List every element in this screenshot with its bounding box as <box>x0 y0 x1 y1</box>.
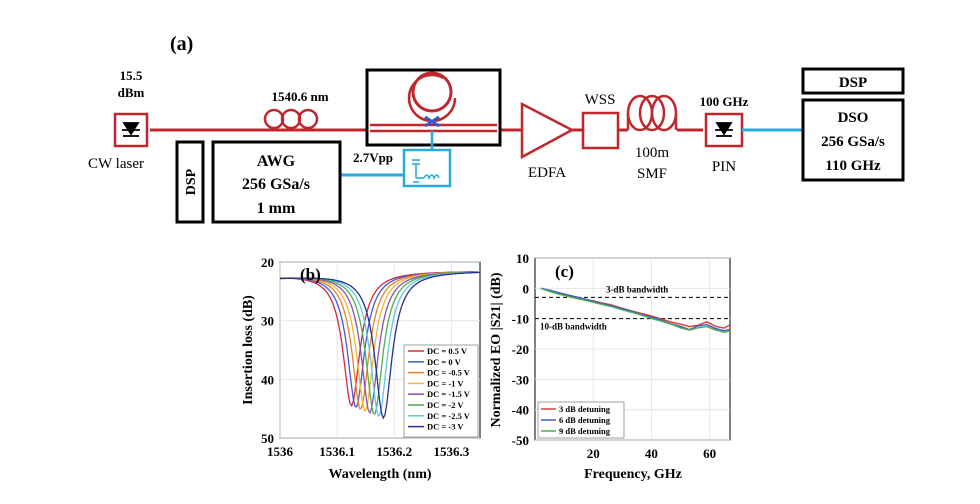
laser-power: 15.5 <box>120 68 143 83</box>
plot-c-ytick-label: -10 <box>512 312 529 327</box>
plot-b-ytick-label: 50 <box>261 431 274 446</box>
plot-b-ytick-label: 20 <box>261 255 274 270</box>
plot-c-series-line <box>540 287 731 334</box>
plot-c-annotation: 10-dB bandwidth <box>540 322 607 332</box>
wss-label: WSS <box>585 92 616 108</box>
plot-b-legend-entry: DC = 0 V <box>427 357 462 367</box>
pin-photodiode: 100 GHz PIN <box>700 94 749 175</box>
dsp-left-box <box>175 140 205 224</box>
plot-b-legend-entry: DC = 0.5 V <box>427 346 468 356</box>
laser-name: CW laser <box>88 156 144 172</box>
cw-laser: 15.5 dBm CW laser <box>88 68 149 172</box>
dsp-left-label: DSP <box>184 168 199 195</box>
plot-b-legend-entry: DC = -0.5 V <box>427 368 471 378</box>
fiber-spool-icon <box>626 94 678 132</box>
plot-b-ticks: 1536 1536.1 1536.2 1536.3 20 30 40 50 <box>261 255 470 459</box>
plot-b-xlabel: Wavelength (nm) <box>328 467 431 482</box>
dso-box <box>801 98 905 182</box>
plot-b-ytick-label: 30 <box>261 314 274 329</box>
diode-icon <box>122 122 140 137</box>
dso: DSO 256 GSa/s 110 GHz <box>801 98 905 182</box>
plot-b-legend-entry: DC = -1.5 V <box>427 389 471 399</box>
plot-b-xtick-label: 1536.1 <box>319 444 355 459</box>
plot-c-legend-entry: 9 dB detuning <box>559 426 611 436</box>
wavelength-label: 1540.6 nm <box>271 89 328 104</box>
bias-tee <box>402 148 452 188</box>
plot-b-ytick-label: 40 <box>261 372 274 387</box>
panel-c: 3-dB bandwidth 10-dB bandwidth 20 40 60 10 0 -… <box>489 251 731 482</box>
panel-a-label: (a) <box>170 33 193 55</box>
panel-b: 1536 1536.1 1536.2 1536.3 20 30 40 50 (b) Wavel… <box>241 255 481 482</box>
ring-modulator <box>365 68 502 150</box>
amplifier-icon <box>520 101 575 160</box>
photodiode-icon <box>715 122 733 137</box>
plot-b-ylabel: Insertion loss (dB) <box>241 295 256 405</box>
plot-c-ytick-label: 10 <box>516 251 529 266</box>
plot-c-grid <box>535 257 730 441</box>
dso-name: DSO <box>838 110 869 126</box>
drive-voltage-label: 2.7Vpp <box>353 150 393 165</box>
polarization-controller-icon <box>263 108 319 130</box>
awg: AWG 256 GSa/s 1 mm <box>211 140 342 224</box>
modulator-box <box>365 68 502 147</box>
plot-c-legend-entry: 3 dB detuning <box>559 404 611 414</box>
edfa-label: EDFA <box>528 165 566 181</box>
dsp-right: DSP <box>801 67 905 95</box>
plot-c-xtick-label: 20 <box>587 446 600 461</box>
wss: WSS <box>581 92 620 150</box>
plot-c-annotations: 3-dB bandwidth 10-dB bandwidth <box>535 284 730 332</box>
plot-c-ytick-label: -20 <box>512 342 529 357</box>
plot-b-xtick-label: 1536.3 <box>434 444 470 459</box>
bias-tee-box <box>402 148 452 188</box>
wss-box <box>581 111 620 150</box>
dso-bandwidth: 110 GHz <box>825 158 881 174</box>
plot-b-legend-entry: DC = -2 V <box>427 400 464 410</box>
electrode-cross-icon <box>424 115 440 128</box>
fiber-type: SMF <box>637 166 667 182</box>
plot-b-legend: DC = 0.5 VDC = 0 VDC = -0.5 VDC = -1 VDC… <box>403 344 479 438</box>
plot-c-xtick-label: 60 <box>703 446 716 461</box>
plot-c-ytick-label: -50 <box>512 433 529 448</box>
awg-box <box>211 140 342 224</box>
plot-b-grid <box>279 261 480 439</box>
pin-label: PIN <box>712 159 736 175</box>
fiber-spool: 100m SMF <box>626 94 678 182</box>
plot-b-legend-entry: DC = -3 V <box>427 422 464 432</box>
plot-b-xtick-label: 1536 <box>267 444 294 459</box>
plot-b-curves <box>279 271 481 420</box>
plot-b-series-line <box>280 271 480 420</box>
fiber-length: 100m <box>635 145 670 161</box>
dsp-left: DSP <box>175 140 205 224</box>
plot-c-curves <box>540 287 731 334</box>
laser-power-unit: dBm <box>118 85 145 100</box>
plot-c-annotation: 3-dB bandwidth <box>606 284 668 294</box>
plot-b-legend-box <box>403 344 479 438</box>
dsp-right-box <box>801 67 905 95</box>
bias-tee-icon <box>412 159 440 183</box>
plot-b-legend-entry: DC = -1 V <box>427 378 464 388</box>
dsp-right-label: DSP <box>839 75 867 91</box>
plot-c-ytick-label: 0 <box>523 281 530 296</box>
awg-rate: 256 GSa/s <box>242 176 310 193</box>
plot-c-xtick-label: 40 <box>645 446 658 461</box>
panel-a: (a) 15.5 dBm CW laser 1540.6 nm <box>88 33 905 224</box>
awg-extra: 1 mm <box>257 200 296 217</box>
plot-b-panel-label: (b) <box>300 265 321 284</box>
plot-c-xlabel: Frequency, GHz <box>584 467 682 482</box>
plot-c-ytick-label: -40 <box>512 403 529 418</box>
plot-c-ytick-label: -30 <box>512 372 529 387</box>
dso-rate: 256 GSa/s <box>821 134 885 150</box>
pin-bandwidth: 100 GHz <box>700 94 749 109</box>
ring-resonator-icon <box>411 71 453 113</box>
edfa: EDFA <box>520 101 575 181</box>
plot-c-panel-label: (c) <box>555 262 574 281</box>
plot-c-ticks: 20 40 60 10 0 -10 -20 -30 -40 -50 <box>512 251 716 461</box>
plot-b-legend-entry: DC = -2.5 V <box>427 411 471 421</box>
awg-name: AWG <box>257 153 296 170</box>
plot-b-xtick-label: 1536.2 <box>376 444 412 459</box>
plot-c-legend-entry: 6 dB detuning <box>559 415 611 425</box>
plot-c-ylabel: Normalized EO |S21| (dB) <box>489 272 504 427</box>
